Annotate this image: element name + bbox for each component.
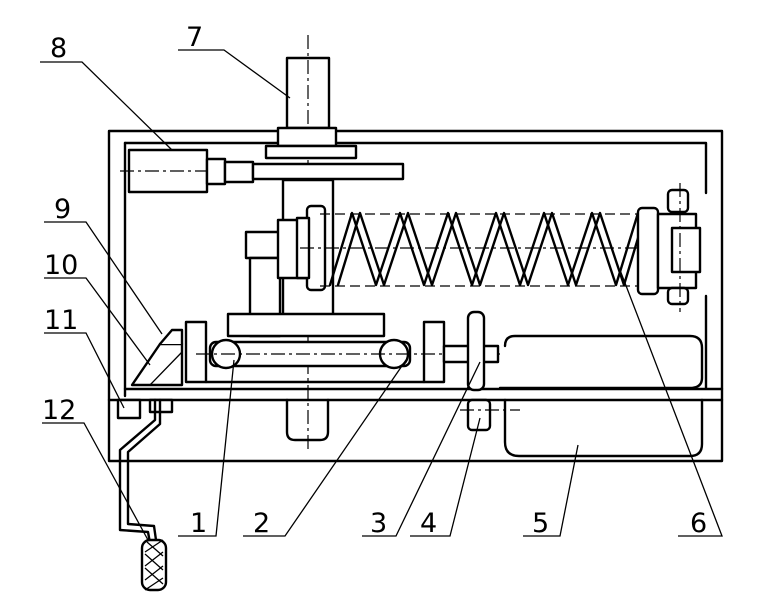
- lower-shaft-stub: [285, 398, 330, 442]
- label-2: 2: [253, 508, 270, 539]
- label-12: 12: [42, 395, 76, 426]
- worm-gear-assembly: [184, 310, 500, 392]
- label-3: 3: [370, 508, 387, 539]
- label-9: 9: [54, 194, 71, 225]
- battery: [460, 334, 704, 458]
- label-5: 5: [532, 508, 549, 539]
- motor-block: [120, 144, 405, 194]
- label-7: 7: [186, 22, 203, 53]
- spring-assembly: [295, 183, 702, 312]
- leader-lines: [40, 49, 723, 541]
- label-11: 11: [44, 305, 78, 336]
- part-labels: 8 7 9 10 11 12 1 2 3 4 5 6: [42, 22, 707, 539]
- label-6: 6: [690, 508, 707, 539]
- label-8: 8: [50, 33, 67, 64]
- label-4: 4: [420, 508, 437, 539]
- bevel-gear: [130, 328, 184, 387]
- label-1: 1: [190, 508, 207, 539]
- hand-crank: [116, 398, 174, 592]
- label-10: 10: [44, 250, 78, 281]
